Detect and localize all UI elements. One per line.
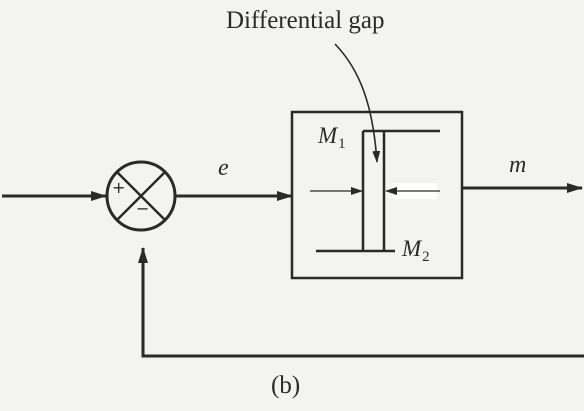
lower-level-symbol: M xyxy=(402,236,422,261)
differential-gap-pointer xyxy=(334,43,381,163)
upper-level-subscript: 1 xyxy=(338,136,346,152)
summing-plus-sign: + xyxy=(112,178,126,197)
output-signal-label: m xyxy=(509,152,527,178)
on-off-controller-block xyxy=(290,110,464,280)
lower-level-subscript: 2 xyxy=(422,249,430,265)
upper-level-label: M1 xyxy=(318,124,346,152)
hysteresis-characteristic xyxy=(310,129,440,253)
lower-level-label: M2 xyxy=(402,237,430,265)
figure-caption: (b) xyxy=(271,372,301,399)
summing-minus-sign: − xyxy=(136,199,150,218)
upper-level-symbol: M xyxy=(318,123,338,148)
error-signal-label: e xyxy=(218,155,229,181)
differential-gap-label: Differential gap xyxy=(226,7,385,34)
feedback-path xyxy=(138,247,584,358)
